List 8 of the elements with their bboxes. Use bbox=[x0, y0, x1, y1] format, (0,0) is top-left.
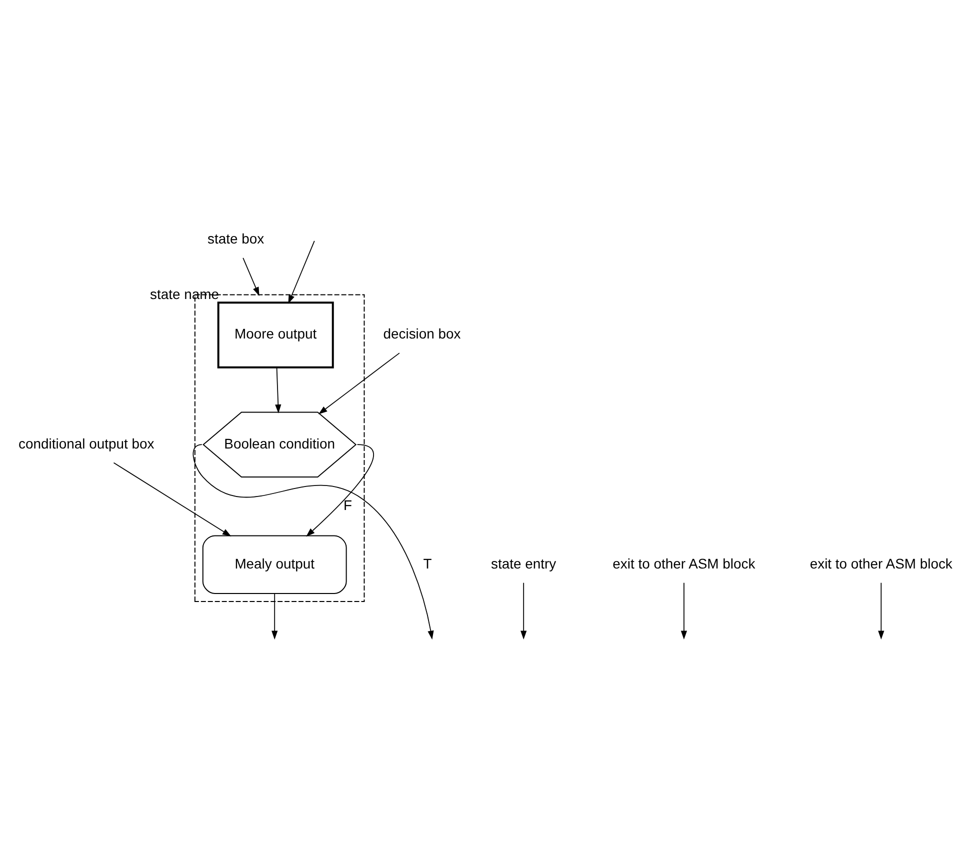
node-text: decision box bbox=[383, 325, 461, 342]
node-text: conditional output box bbox=[18, 434, 154, 451]
node-text: exit to other ASM block bbox=[810, 554, 952, 571]
node-text: state box bbox=[207, 230, 264, 246]
edge-label: F bbox=[344, 496, 352, 513]
node-text: state entry bbox=[491, 554, 556, 571]
edge-label: T bbox=[423, 554, 432, 571]
node-text: exit to other ASM block bbox=[612, 554, 756, 571]
